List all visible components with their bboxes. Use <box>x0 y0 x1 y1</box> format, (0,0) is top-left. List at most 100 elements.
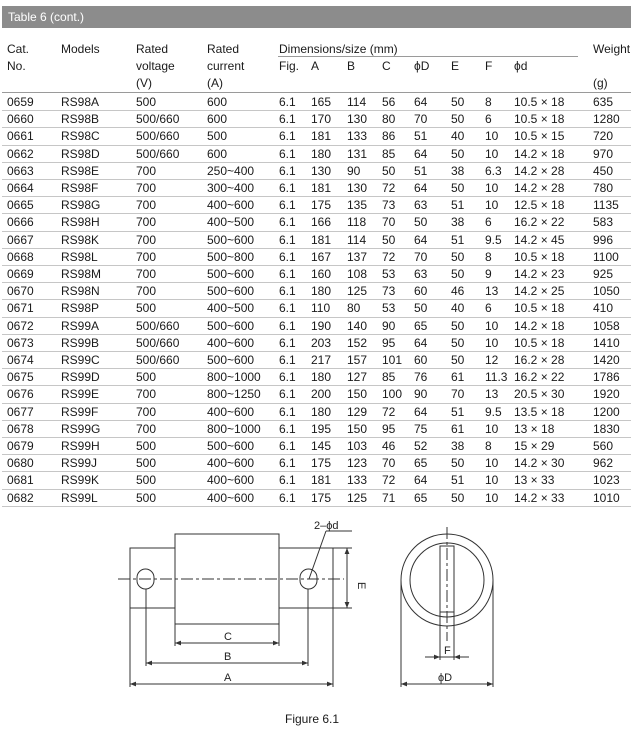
cell-dim-e: 38 <box>451 163 465 178</box>
cell-dim-phi-small-d: 14.2 × 25 <box>514 284 565 299</box>
cell-rated-current: 400~600 <box>207 473 255 488</box>
cell-dim-phi-d: 65 <box>414 318 428 333</box>
row-divider <box>2 419 631 421</box>
cell-dim-phi-d: 64 <box>414 335 428 350</box>
cell-dim-b: 157 <box>347 353 368 367</box>
cell-weight: 450 <box>593 163 614 178</box>
cell-dim-b: 133 <box>347 129 368 144</box>
cell-cat-no: 0664 <box>7 181 34 195</box>
header-weight-unit: (g) <box>593 76 608 90</box>
cell-dim-a: 203 <box>311 335 332 350</box>
cell-dim-c: 53 <box>382 301 396 316</box>
cell-dim-b: 133 <box>347 473 368 488</box>
cell-model: RS98P <box>61 301 100 316</box>
row-divider <box>2 144 631 146</box>
row-divider <box>2 299 631 301</box>
cell-dim-b: 140 <box>347 318 368 333</box>
cell-dim-phi-d: 70 <box>414 112 428 127</box>
dim-f-label: F <box>444 645 451 657</box>
cell-dim-phi-small-d: 13 × 18 <box>514 421 555 436</box>
cell-dim-c: 80 <box>382 112 396 127</box>
cell-weight: 583 <box>593 215 614 230</box>
cell-rated-current: 400~500 <box>207 301 255 316</box>
cell-rated-current: 500~600 <box>207 267 255 281</box>
cell-dim-phi-d: 51 <box>414 163 428 178</box>
cell-dim-phi-small-d: 13.5 × 18 <box>514 404 565 419</box>
cell-cat-no: 0676 <box>7 387 34 402</box>
row-divider <box>2 110 631 112</box>
cell-dim-phi-d: 60 <box>414 353 428 367</box>
cell-rated-voltage: 500 <box>136 370 157 385</box>
dim-a-label: A <box>224 672 232 684</box>
cell-dim-e: 61 <box>451 421 465 436</box>
cell-dim-a: 200 <box>311 387 332 402</box>
cell-dim-phi-small-d: 15 × 29 <box>514 439 555 453</box>
cell-dim-f: 10 <box>485 335 499 350</box>
cell-dim-phi-d: 64 <box>414 181 428 195</box>
cell-dim-b: 123 <box>347 456 368 471</box>
row-divider <box>2 127 631 129</box>
cell-weight: 996 <box>593 232 614 247</box>
cell-rated-current: 300~400 <box>207 181 255 195</box>
header-b: B <box>347 59 356 73</box>
row-divider <box>2 213 631 215</box>
cell-rated-voltage: 700 <box>136 284 157 299</box>
cell-cat-no: 0665 <box>7 198 34 213</box>
header-current-unit: (A) <box>207 76 223 90</box>
cell-dim-b: 114 <box>347 232 367 247</box>
cell-model: RS99H <box>61 439 100 453</box>
table-title: Table 6 (cont.) <box>8 10 85 24</box>
cell-dim-c: 72 <box>382 181 396 195</box>
cell-rated-voltage: 500/660 <box>136 353 180 367</box>
cell-cat-no: 0660 <box>7 112 34 127</box>
cell-rated-voltage: 700 <box>136 215 157 230</box>
cell-dim-a: 181 <box>311 232 332 247</box>
cell-model: RS99D <box>61 370 100 385</box>
cell-fig: 6.1 <box>279 129 296 144</box>
cell-cat-no: 0675 <box>7 370 34 385</box>
cell-dim-a: 180 <box>311 146 332 161</box>
cell-cat-no: 0673 <box>7 335 34 350</box>
cell-dim-phi-d: 64 <box>414 232 428 247</box>
cell-fig: 6.1 <box>279 490 296 505</box>
cell-dim-e: 51 <box>451 198 465 213</box>
cell-dim-f: 13 <box>485 284 499 299</box>
cell-dim-f: 6 <box>485 215 492 230</box>
cell-dim-f: 9 <box>485 267 492 281</box>
cell-dim-e: 50 <box>451 249 465 264</box>
cell-dim-c: 70 <box>382 215 396 230</box>
cell-dim-b: 130 <box>347 112 368 127</box>
cell-dim-e: 50 <box>451 112 465 127</box>
cell-dim-phi-d: 63 <box>414 198 428 213</box>
cell-weight: 1100 <box>593 249 619 264</box>
cell-rated-current: 800~1250 <box>207 387 261 402</box>
row-divider <box>2 333 631 335</box>
header-current-1: Rated <box>207 42 240 56</box>
cell-rated-voltage: 700 <box>136 267 157 281</box>
table-title-bar: Table 6 (cont.) <box>2 6 631 28</box>
cell-dim-phi-small-d: 14.2 × 28 <box>514 181 565 195</box>
cell-weight: 560 <box>593 439 614 453</box>
cell-cat-no: 0667 <box>7 232 34 247</box>
cell-rated-voltage: 700 <box>136 249 157 264</box>
cell-dim-f: 10 <box>485 129 499 144</box>
cell-model: RS98N <box>61 284 100 299</box>
cell-model: RS98H <box>61 215 100 230</box>
cell-dim-a: 175 <box>311 198 332 213</box>
cell-dim-b: 137 <box>347 249 368 264</box>
cell-dim-f: 10 <box>485 318 499 333</box>
cell-dim-f: 10 <box>485 456 499 471</box>
cell-dim-c: 85 <box>382 146 396 161</box>
cell-cat-no: 0661 <box>7 129 34 144</box>
cell-dim-b: 127 <box>347 370 368 385</box>
cell-rated-current: 500~800 <box>207 249 255 264</box>
cell-rated-current: 400~600 <box>207 198 255 213</box>
